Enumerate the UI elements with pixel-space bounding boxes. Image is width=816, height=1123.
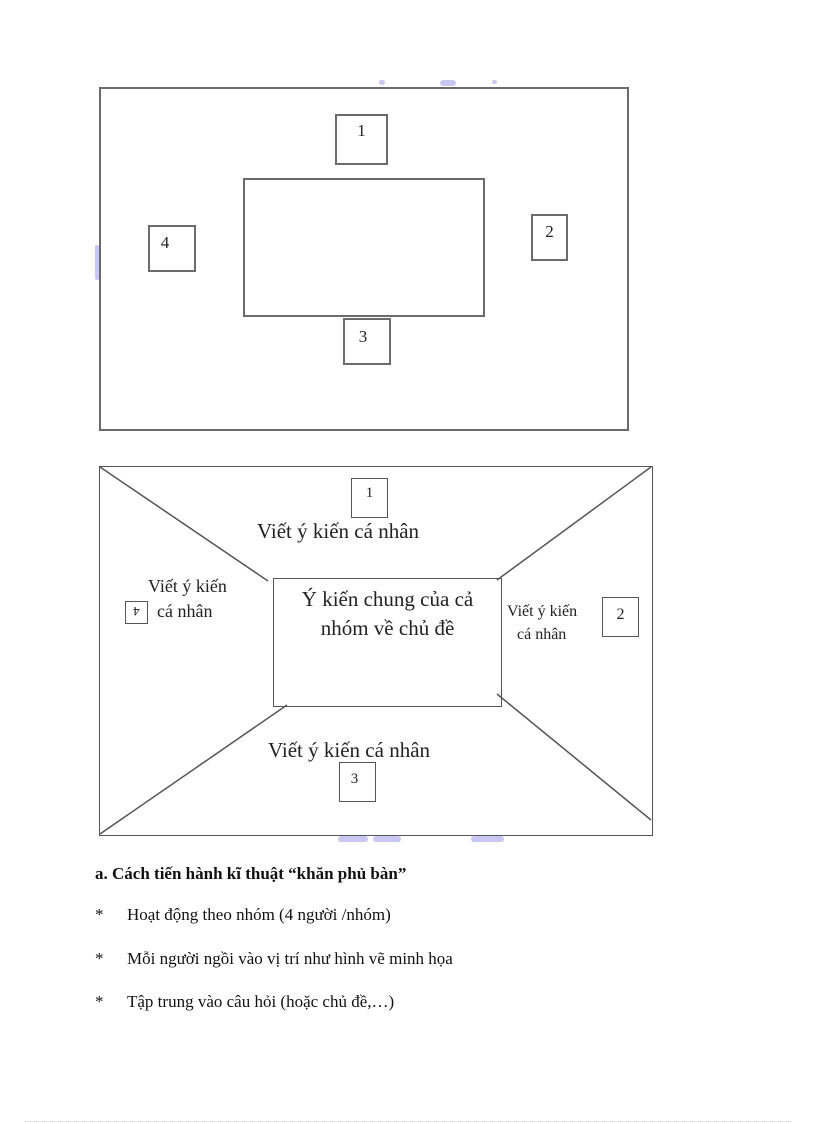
watermark-fragment (492, 80, 497, 84)
center-text-line2: nhóm về chủ đề (320, 616, 455, 640)
seat-3-box: 3 (343, 318, 391, 365)
seat-1-number: 1 (365, 485, 374, 501)
seat-4-box: 4 (125, 601, 148, 624)
bullet-asterisk: * (95, 992, 104, 1011)
seat-4-number: 4 (133, 604, 140, 619)
seat-4-number: 4 (160, 233, 170, 252)
seat-2-number: 2 (616, 606, 625, 623)
room-outline (99, 87, 629, 431)
watermark-fragment (338, 836, 368, 842)
left-zone-text-line1: Viết ý kiến (148, 576, 227, 596)
tablecloth-outline (99, 466, 653, 836)
seat-2-box: 2 (531, 214, 568, 261)
list-item-text: Tập trung vào câu hỏi (hoặc chủ đề,…) (127, 992, 395, 1011)
bottom-zone-text: Viết ý kiến cá nhân (268, 738, 431, 762)
seat-1-box: 1 (335, 114, 388, 165)
seat-3-number: 3 (350, 771, 359, 787)
seat-3-box: 3 (339, 762, 376, 802)
list-item-text: Mỗi người ngồi vào vị trí như hình vẽ mi… (127, 949, 453, 968)
watermark-fragment (440, 80, 456, 86)
seat-3-number: 3 (358, 327, 368, 346)
list-item: * Tập trung vào câu hỏi (hoặc chủ đề,…) (95, 992, 394, 1012)
top-zone-text: Viết ý kiến cá nhân (257, 519, 420, 543)
page-bottom-rule (25, 1121, 791, 1122)
seat-4-box: 4 (148, 225, 196, 272)
right-zone-text-line2: cá nhân (517, 626, 567, 643)
seat-2-number: 2 (545, 222, 554, 241)
center-text-line1: Ý kiến chung của cả (301, 587, 474, 611)
list-item: * Mỗi người ngồi vào vị trí như hình vẽ m… (95, 949, 453, 969)
right-zone-text-line1: Viết ý kiến (507, 603, 578, 620)
table-rectangle (243, 178, 485, 317)
watermark-fragment (379, 80, 385, 85)
watermark-fragment (471, 836, 504, 842)
seat-1-box: 1 (351, 478, 388, 518)
watermark-fragment (95, 245, 99, 280)
seat-2-box: 2 (602, 597, 639, 637)
list-item: * Hoạt động theo nhóm (4 người /nhóm) (95, 905, 391, 925)
seat-1-number: 1 (357, 121, 366, 140)
section-heading: a. Cách tiến hành kĩ thuật “khăn phủ bàn… (95, 864, 407, 883)
list-item-text: Hoạt động theo nhóm (4 người /nhóm) (127, 905, 391, 924)
watermark-fragment (373, 836, 401, 842)
left-zone-text-line2: cá nhân (157, 601, 213, 621)
bullet-asterisk: * (95, 949, 104, 968)
shared-center-rectangle: Ý kiến chung của cả nhóm về chủ đề (273, 578, 502, 707)
bullet-asterisk: * (95, 905, 104, 924)
